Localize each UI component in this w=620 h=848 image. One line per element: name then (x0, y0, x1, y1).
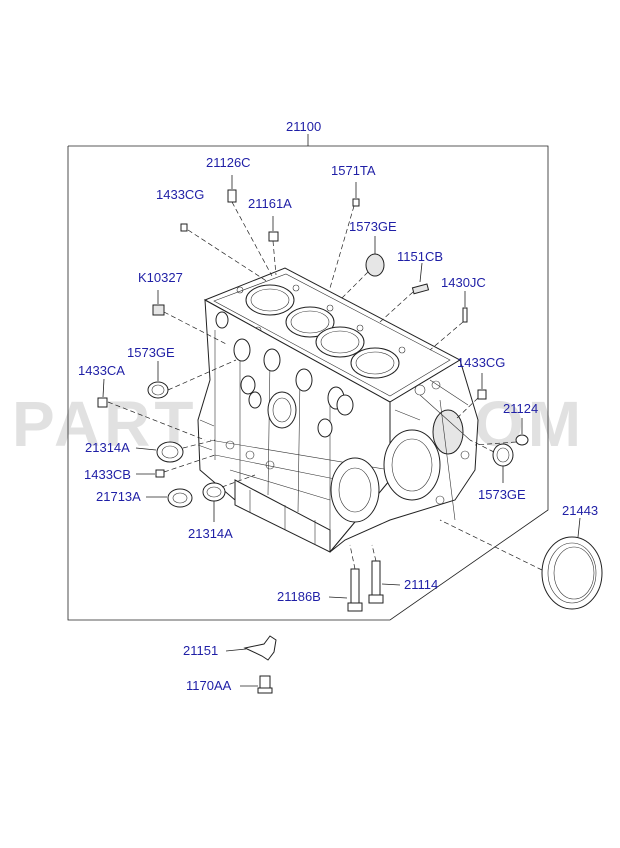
part-1573GE-top (365, 253, 385, 277)
label-1433CG-right: 1433CG (457, 355, 505, 370)
label-21186B: 21186B (277, 589, 321, 604)
label-1433CA: 1433CA (78, 363, 125, 378)
part-21186B (347, 544, 363, 612)
label-1573GE-right: 1573GE (478, 487, 526, 502)
label-21443: 21443 (562, 503, 598, 518)
label-1430JC: 1430JC (441, 275, 486, 290)
label-1573GE-left: 1573GE (127, 345, 175, 360)
part-21713A (167, 488, 193, 508)
label-21314A-left: 21314A (85, 440, 130, 455)
label-21126C: 21126C (206, 155, 251, 170)
label-21314A-bottom: 21314A (188, 526, 233, 541)
assembly-frame (67, 145, 549, 621)
label-K10327: K10327 (138, 270, 183, 285)
label-21151: 21151 (183, 643, 218, 658)
label-21124: 21124 (503, 401, 538, 416)
label-21100: 21100 (286, 119, 321, 134)
part-21161A (268, 231, 279, 242)
part-21151 (225, 635, 277, 661)
part-1430JC (462, 307, 468, 323)
part-21114 (368, 544, 384, 604)
part-1573GE-right (492, 443, 514, 467)
cylinder-block (197, 267, 479, 553)
label-1571TA: 1571TA (331, 163, 376, 178)
label-21713A: 21713A (96, 489, 141, 504)
label-1170AA: 1170AA (186, 678, 232, 693)
part-21126C (227, 189, 237, 203)
part-21443 (541, 536, 603, 610)
part-1433CB (155, 469, 165, 478)
part-21124 (515, 434, 529, 446)
part-21314A-left (156, 441, 184, 463)
label-21161A: 21161A (248, 196, 292, 211)
label-1433CG-top: 1433CG (156, 187, 204, 202)
label-1433CB: 1433CB (84, 467, 131, 482)
label-1573GE-top: 1573GE (349, 219, 397, 234)
part-1151CB (411, 283, 430, 295)
part-21314A-bottom (202, 482, 226, 502)
label-1151CB: 1151CB (397, 249, 443, 264)
part-1433CG-right (477, 389, 487, 400)
part-1170AA (240, 675, 273, 694)
part-1573GE-left (147, 381, 169, 399)
part-1433CA (97, 397, 108, 408)
part-1571TA (352, 198, 360, 207)
part-K10327 (152, 304, 165, 316)
label-21114: 21114 (404, 577, 438, 592)
part-1433CG-top (180, 223, 188, 232)
